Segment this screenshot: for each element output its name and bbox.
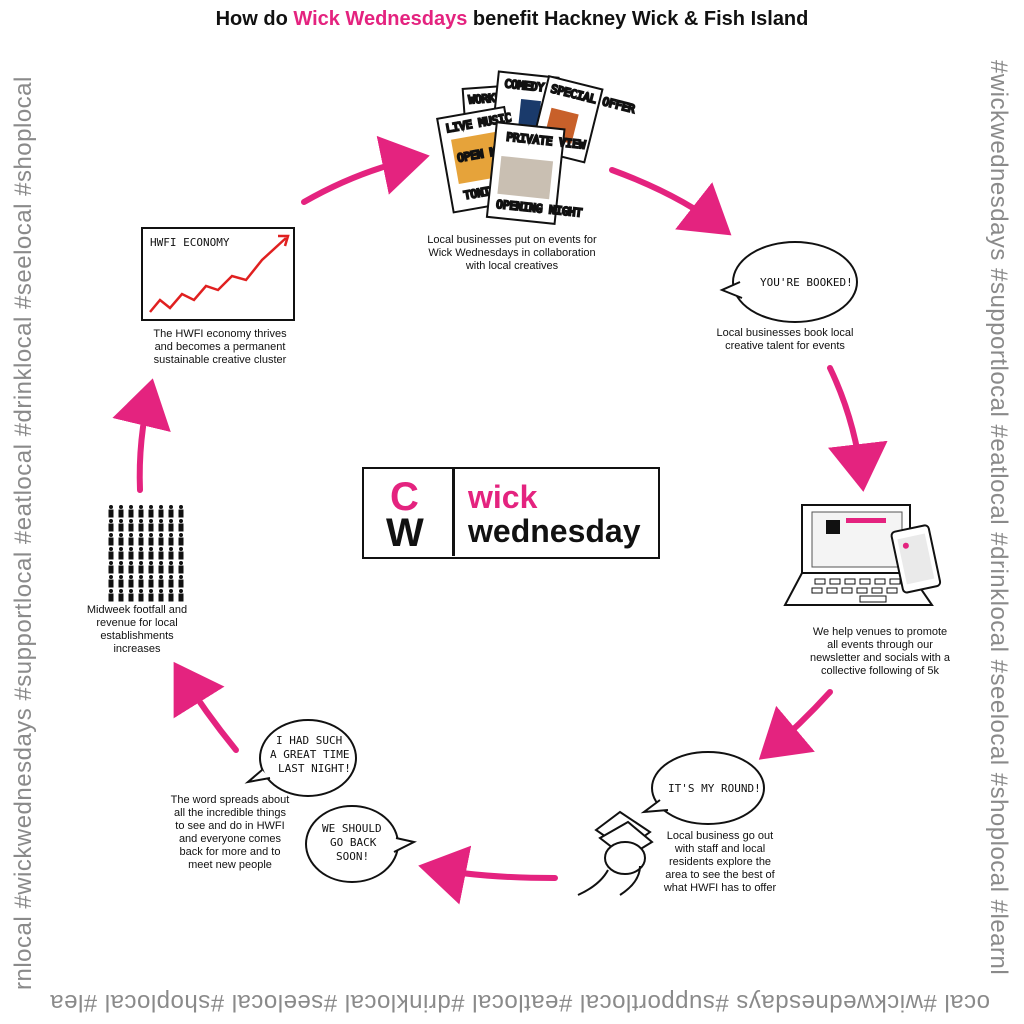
person-figure xyxy=(128,561,134,574)
svg-text:WE SHOULD GO BACK: WE SHOULD GO BACK SOON! xyxy=(322,822,388,863)
person-figure xyxy=(158,547,164,560)
person-figure xyxy=(158,519,164,532)
cycle-arrows xyxy=(112,135,888,905)
logo-wednesday: wednesday xyxy=(468,513,641,549)
speech-bubble-icon: YOU'RE BOOKED! xyxy=(719,241,858,323)
logo-letter-c: C xyxy=(390,475,419,519)
person-figure xyxy=(108,533,114,546)
person-figure xyxy=(168,547,174,560)
person-figure xyxy=(118,533,124,546)
person-figure xyxy=(148,561,154,574)
wick-wednesday-logo: C W wick wednesday xyxy=(362,467,660,559)
person-figure xyxy=(168,575,174,588)
phone-icon xyxy=(890,524,942,594)
person-figure xyxy=(128,533,134,546)
arrow-icon xyxy=(758,689,833,760)
arrow-icon xyxy=(827,365,888,492)
step-caption-word-spreads: The word spreads about all the incredibl… xyxy=(170,794,290,871)
person-figure xyxy=(178,505,184,518)
person-figure xyxy=(158,505,164,518)
person-figure xyxy=(138,561,144,574)
step-caption-explore: Local business go out with staff and loc… xyxy=(663,830,777,894)
person-figure xyxy=(148,575,154,588)
step-caption-events: Local businesses put on events for Wick … xyxy=(427,234,597,272)
person-figure xyxy=(178,589,184,602)
person-figure xyxy=(148,533,154,546)
person-figure xyxy=(108,519,114,532)
person-figure xyxy=(178,533,184,546)
person-figure xyxy=(118,589,124,602)
person-figure xyxy=(178,561,184,574)
arrow-icon xyxy=(301,135,430,205)
money-hand-icon xyxy=(577,810,654,896)
person-figure xyxy=(108,505,114,518)
person-figure xyxy=(178,575,184,588)
speech-bubble-icon: IT'S MY ROUND! xyxy=(640,751,765,825)
person-figure xyxy=(158,575,164,588)
person-figure xyxy=(138,533,144,546)
logo-letter-w: W xyxy=(386,511,424,555)
svg-text:IT'S MY ROUND!: IT'S MY ROUND! xyxy=(668,782,761,795)
chart-icon: HWFI ECONOMY xyxy=(141,227,295,321)
person-figure xyxy=(168,589,174,602)
laptop-icon xyxy=(783,504,934,606)
person-figure xyxy=(108,547,114,560)
person-figure xyxy=(138,575,144,588)
title-highlight: Wick Wednesdays xyxy=(293,8,468,30)
speech-bubble-icon: I HAD SUCH A GREAT TIME LAST NIGHT! xyxy=(244,719,357,797)
svg-text:YOU'RE BOOKED!: YOU'RE BOOKED! xyxy=(760,276,853,289)
person-figure xyxy=(108,575,114,588)
person-figure xyxy=(158,561,164,574)
arrow-icon xyxy=(112,378,171,493)
person-figure xyxy=(138,589,144,602)
person-figure xyxy=(168,561,174,574)
page-title: How do Wick Wednesdays benefit Hackney W… xyxy=(215,8,809,30)
person-figure xyxy=(138,547,144,560)
arrow-icon xyxy=(609,167,732,236)
person-figure xyxy=(138,505,144,518)
person-figure xyxy=(168,533,174,546)
person-figure xyxy=(168,505,174,518)
person-figure xyxy=(148,589,154,602)
person-figure xyxy=(108,561,114,574)
svg-text:I HAD SUCH A GREAT TIME: I HAD SUCH A GREAT TIME LAST NIGHT! xyxy=(270,734,356,775)
step-caption-economy: The HWFI economy thrives and becomes a p… xyxy=(153,328,287,366)
svg-text:HWFI ECONOMY: HWFI ECONOMY xyxy=(150,236,230,249)
logo-wick: wick xyxy=(468,479,538,515)
people-crowd-icon xyxy=(108,505,184,602)
person-figure xyxy=(168,519,174,532)
person-figure xyxy=(178,547,184,560)
person-figure xyxy=(138,519,144,532)
person-figure xyxy=(108,589,114,602)
person-figure xyxy=(128,505,134,518)
person-figure xyxy=(178,519,184,532)
person-figure xyxy=(118,547,124,560)
person-figure xyxy=(118,519,124,532)
person-figure xyxy=(158,533,164,546)
person-figure xyxy=(148,505,154,518)
step-caption-promote: We help venues to promote all events thr… xyxy=(809,626,950,677)
arrow-icon xyxy=(418,845,558,905)
person-figure xyxy=(128,575,134,588)
logo-divider xyxy=(452,469,455,556)
person-figure xyxy=(148,519,154,532)
person-figure xyxy=(128,589,134,602)
event-posters: WORKSHOP COMEDY NIGHT SPECIAL OFFER LIVE… xyxy=(436,70,638,226)
person-figure xyxy=(128,519,134,532)
arrow-icon xyxy=(173,661,239,753)
step-caption-booking: Local businesses book local creative tal… xyxy=(716,327,854,352)
step-caption-footfall: Midweek footfall and revenue for local e… xyxy=(86,604,188,655)
speech-bubble-icon: WE SHOULD GO BACK SOON! xyxy=(305,805,417,883)
person-figure xyxy=(158,589,164,602)
person-figure xyxy=(118,561,124,574)
person-figure xyxy=(128,547,134,560)
person-figure xyxy=(118,505,124,518)
person-figure xyxy=(118,575,124,588)
person-figure xyxy=(148,547,154,560)
poster-icon: PRIVATE VIEW OPENING NIGHT xyxy=(485,121,587,226)
